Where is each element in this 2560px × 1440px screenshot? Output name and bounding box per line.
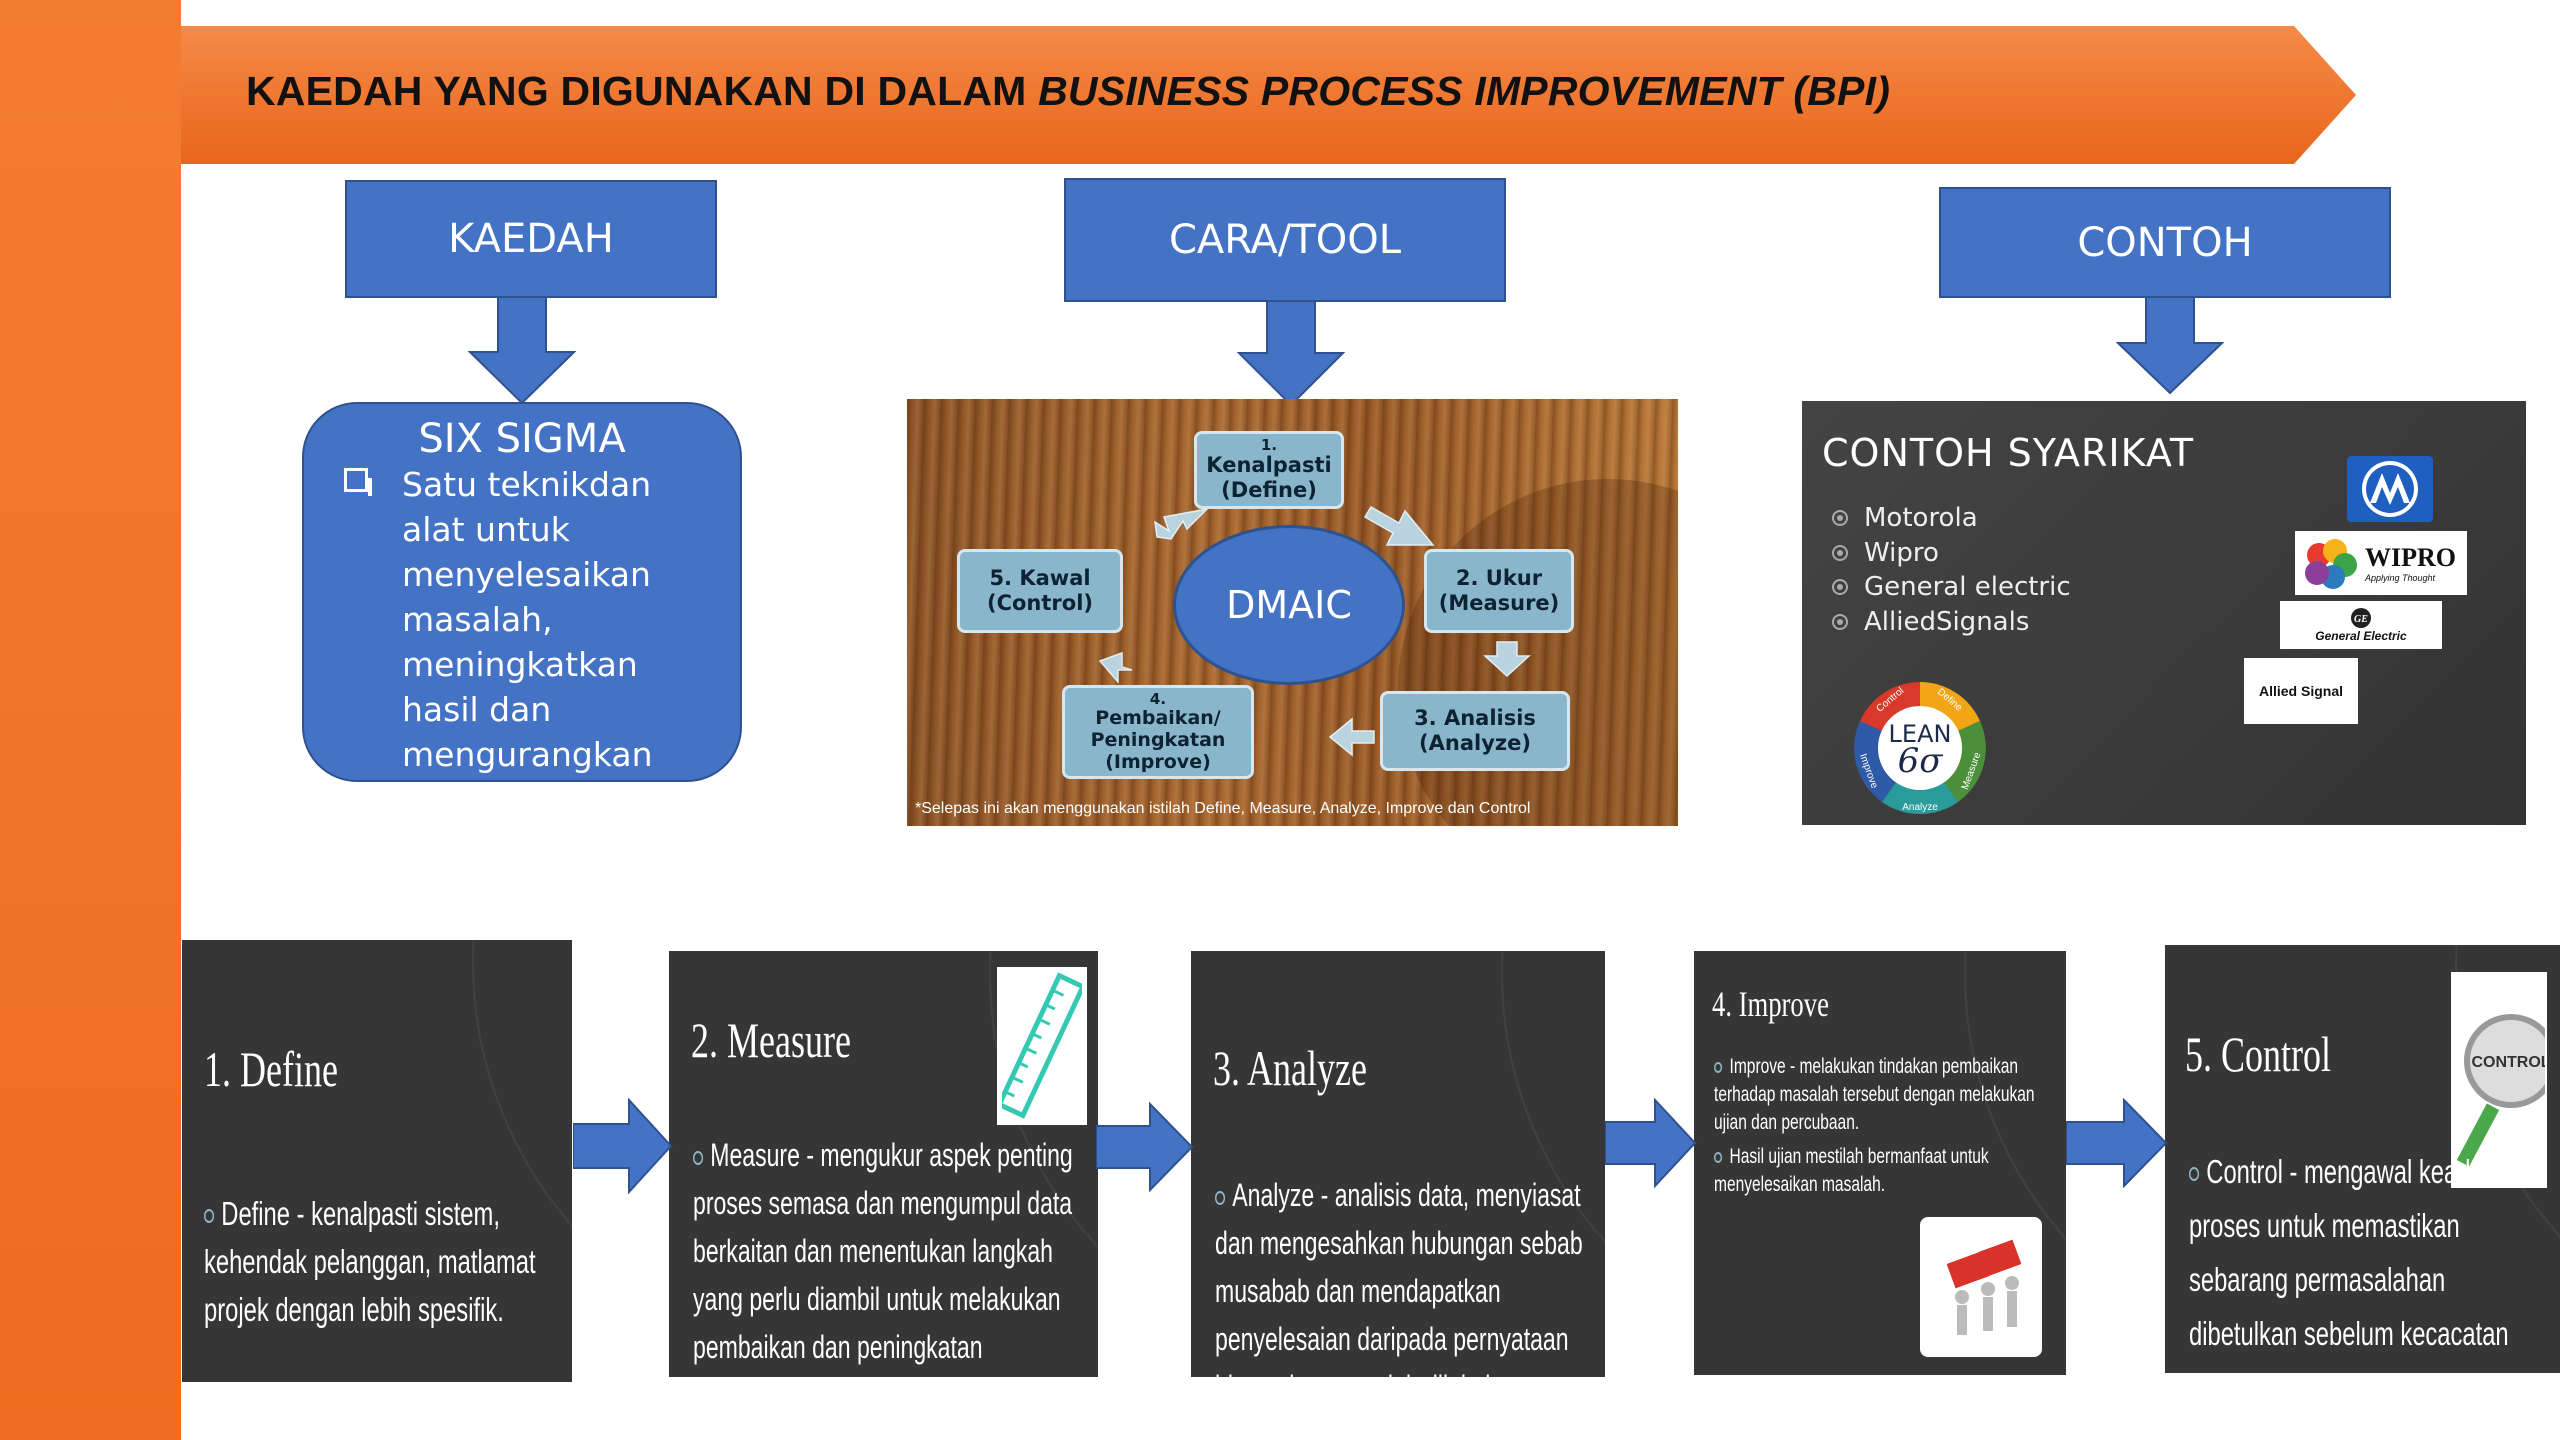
svg-text:LEAN: LEAN — [1889, 720, 1952, 748]
right-arrow-4 — [2066, 1098, 2168, 1188]
bullet-icon — [1714, 1061, 1723, 1073]
define-panel: 1. Define Define - kenalpasti sistem, ke… — [182, 940, 572, 1382]
dmaic-center-label: DMAIC — [1173, 525, 1405, 685]
control-title: 5. Control — [2185, 1026, 2332, 1082]
measure-panel: 2. Measure Measure - mengukur aspek pent… — [669, 951, 1098, 1377]
dmaic-step-improve: 4. Pembaikan/ Peningkatan (Improve) — [1062, 685, 1254, 779]
down-arrow-kaedah — [468, 297, 576, 405]
bullet-icon — [1832, 579, 1848, 596]
dmaic-diagram: 1. Kenalpasti (Define) 2. Ukur (Measure)… — [907, 399, 1678, 826]
control-panel: 5. Control CONTROL Control - mengawal ke… — [2165, 945, 2560, 1373]
bullet-icon — [1832, 613, 1848, 630]
svg-text:Analyze: Analyze — [1902, 802, 1938, 813]
kaedah-header: KAEDAH — [345, 180, 717, 298]
improve-people-image — [1920, 1217, 2042, 1357]
company-examples-panel: CONTOH SYARIKAT Motorola Wipro General e… — [1802, 401, 2526, 825]
ruler-image — [997, 967, 1087, 1125]
dmaic-cycle-arrows — [1098, 505, 1531, 757]
ge-monogram-icon: GE — [2351, 608, 2371, 628]
six-sigma-box: SIX SIGMA Satu teknikdan alat untuk meny… — [302, 402, 742, 819]
six-sigma-title: SIX SIGMA — [418, 416, 626, 462]
right-arrow-1 — [573, 1098, 673, 1194]
svg-text:GE: GE — [2354, 614, 2368, 625]
company-item: AlliedSignals — [1832, 605, 2071, 640]
company-item: Wipro — [1832, 536, 2071, 571]
motorola-m-icon — [2362, 461, 2418, 517]
page-title: KAEDAH YANG DIGUNAKAN DI DALAM BUSINESS … — [246, 68, 1891, 114]
cara-tool-header: CARA/TOOL — [1064, 178, 1506, 302]
company-item: Motorola — [1832, 501, 2071, 536]
motorola-logo — [2347, 456, 2433, 522]
define-title: 1. Define — [204, 1041, 338, 1097]
right-arrow-2 — [1096, 1102, 1194, 1192]
improve-title: 4. Improve — [1712, 984, 1829, 1024]
bullet-icon — [1832, 510, 1848, 527]
bullet-icon — [1215, 1190, 1226, 1205]
control-magnifier-image: CONTROL — [2451, 972, 2547, 1188]
wipro-logo: WIPRO Applying Thought — [2295, 531, 2467, 595]
bullet-icon — [2189, 1167, 2200, 1182]
contoh-header: CONTOH — [1939, 187, 2391, 298]
dmaic-step-define: 1. Kenalpasti (Define) — [1194, 431, 1344, 509]
down-arrow-cara — [1237, 301, 1345, 407]
company-examples-title: CONTOH SYARIKAT — [1822, 431, 2195, 475]
team-lifting-icon — [1946, 1239, 2022, 1335]
magnifier-icon: CONTROL — [2456, 1014, 2545, 1167]
define-text: Define - kenalpasti sistem, kehendak pel… — [204, 1195, 536, 1328]
bullet-icon — [1832, 544, 1848, 561]
bullet-icon — [1714, 1151, 1723, 1163]
svg-text:CONTROL: CONTROL — [2471, 1054, 2545, 1071]
dmaic-step-measure: 2. Ukur (Measure) — [1424, 549, 1574, 633]
analyze-title: 3. Analyze — [1213, 1040, 1367, 1096]
improve-text: Improve - melakukan tindakan pembaikan t… — [1714, 1055, 2035, 1196]
improve-panel: 4. Improve Improve - melakukan tindakan … — [1694, 951, 2066, 1375]
analyze-text: Analyze - analisis data, menyiasat dan m… — [1215, 1177, 1583, 1377]
dmaic-footnote: *Selepas ini akan menggunakan istilah De… — [915, 800, 1531, 817]
lean-six-sigma-wheel-icon: LEAN 6σ Define Measure Analyze Improve C… — [1854, 682, 1986, 815]
measure-text: Measure - mengukur aspek penting proses … — [693, 1137, 1073, 1365]
six-sigma-description: Satu teknikdan alat untuk menyelesaikan … — [402, 465, 653, 819]
svg-text:6σ: 6σ — [1898, 741, 1944, 781]
company-list: Motorola Wipro General electric AlliedSi… — [1832, 501, 2071, 639]
right-arrow-3 — [1605, 1098, 1697, 1188]
dmaic-step-control: 5. Kawal (Control) — [957, 549, 1123, 633]
bullet-icon — [204, 1209, 215, 1224]
checkbox-bullet-icon — [344, 468, 372, 496]
analyze-panel: 3. Analyze Analyze - analisis data, meny… — [1191, 951, 1605, 1377]
bullet-icon — [693, 1150, 704, 1165]
company-item: General electric — [1832, 570, 2071, 605]
measure-title: 2. Measure — [691, 1012, 851, 1068]
left-accent-bar — [0, 0, 181, 1440]
wipro-flower-icon — [2305, 539, 2357, 589]
down-arrow-contoh — [2116, 297, 2224, 395]
ruler-icon — [1002, 972, 1082, 1119]
alliedsignal-logo: Allied Signal — [2244, 658, 2358, 724]
control-text: Control - mengawal keadaan proses untuk … — [2189, 1153, 2511, 1373]
ge-logo: GE General Electric — [2280, 601, 2442, 649]
title-banner — [181, 26, 2356, 164]
dmaic-step-analyze: 3. Analisis (Analyze) — [1380, 691, 1570, 771]
